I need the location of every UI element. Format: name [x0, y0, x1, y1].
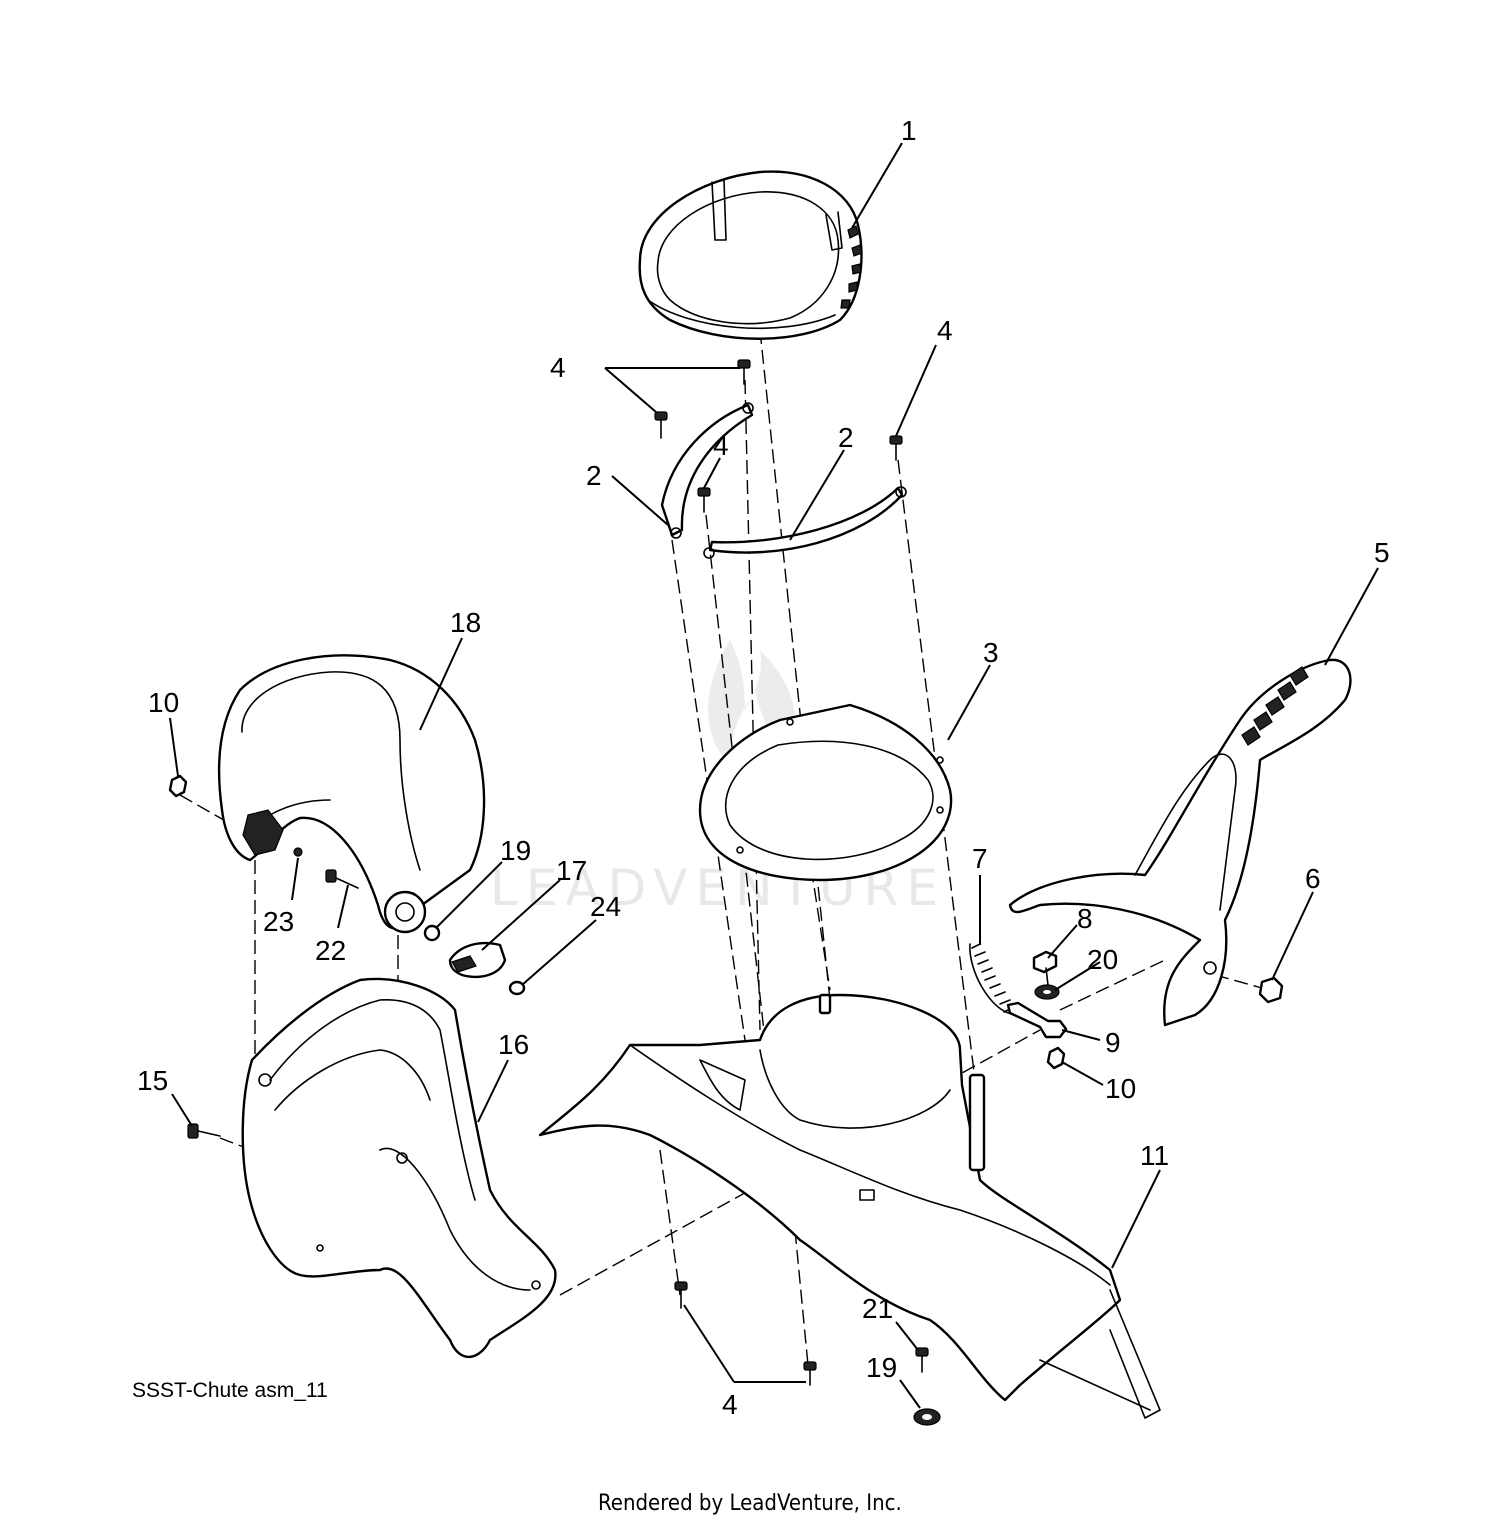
part-20-washer [1034, 984, 1060, 1000]
callout-1: 1 [901, 115, 917, 146]
callout-4-upper-right: 4 [937, 315, 953, 346]
callout-6: 6 [1305, 863, 1321, 894]
callout-15: 15 [137, 1065, 168, 1096]
callout-19-upper: 19 [500, 835, 531, 866]
part-11-chute-base [538, 993, 1161, 1419]
callout-18: 18 [450, 607, 481, 638]
part-7-spring [969, 943, 1013, 1015]
callout-7: 7 [972, 843, 988, 874]
part-19-grommet-upper [423, 924, 441, 942]
part-17-knob [448, 941, 507, 979]
callout-leaders [169, 142, 1379, 1409]
callout-2-right: 2 [838, 422, 854, 453]
part-24-pin [508, 980, 526, 996]
callout-19-lower: 19 [866, 1352, 897, 1383]
callout-4-bottom: 4 [722, 1389, 738, 1420]
part-10-nuts [168, 774, 1066, 1070]
callout-10-right: 10 [1105, 1073, 1136, 1104]
part-8-bolt [1032, 950, 1058, 986]
callout-4-middle: 4 [713, 430, 729, 461]
callout-23: 23 [263, 906, 294, 937]
part-1-chute-ring [638, 170, 863, 340]
callout-21: 21 [862, 1293, 893, 1324]
part-22-bolt [325, 869, 359, 889]
callout-20: 20 [1087, 944, 1118, 975]
callout-9: 9 [1105, 1027, 1121, 1058]
callout-22: 22 [315, 935, 346, 966]
footer-credit: Rendered by LeadVenture, Inc. [598, 1491, 902, 1516]
part-5-handle [1008, 658, 1352, 1027]
callout-11: 11 [1140, 1140, 1169, 1171]
part-6-nut [1258, 976, 1284, 1004]
callout-17: 17 [556, 855, 587, 886]
part-21-screw [915, 1347, 929, 1373]
callout-16: 16 [498, 1029, 529, 1060]
part-16-lower-chute [241, 977, 557, 1359]
callout-4-upper-left: 4 [550, 352, 566, 383]
diagram-reference: SSST-Chute asm_11 [132, 1379, 328, 1402]
part-3-flange [698, 703, 953, 882]
callout-labels: 1 2 2 3 4 4 4 4 5 6 7 8 9 10 10 11 15 16… [137, 115, 1390, 1420]
callout-8: 8 [1077, 903, 1093, 934]
part-9-link [1006, 1001, 1068, 1039]
callout-10-left: 10 [148, 687, 179, 718]
callout-24: 24 [590, 891, 621, 922]
callout-5: 5 [1374, 537, 1390, 568]
part-19-grommet-lower [913, 1408, 941, 1426]
part-18-upper-deflector [217, 654, 486, 934]
part-4-screws [654, 359, 903, 1386]
callout-2-left: 2 [586, 460, 602, 491]
part-15-bolt [187, 1123, 221, 1139]
callout-3: 3 [983, 637, 999, 668]
part-2-clamps [660, 402, 907, 559]
